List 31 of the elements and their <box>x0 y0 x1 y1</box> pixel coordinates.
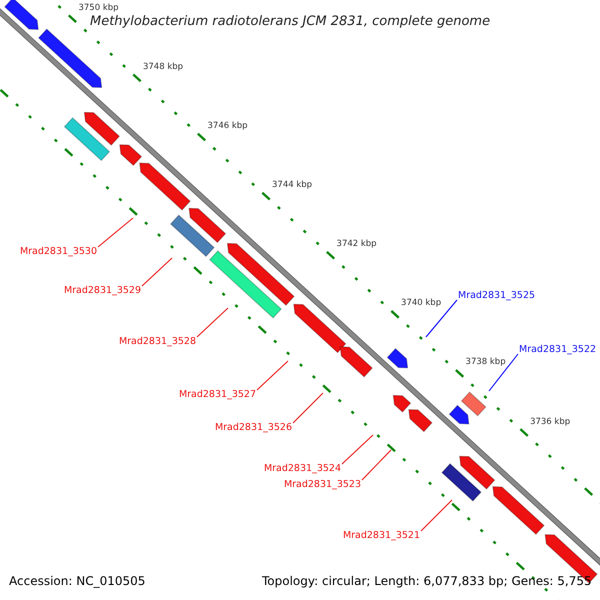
scale-label: 3746 kbp <box>208 120 248 131</box>
leader-line <box>488 354 518 392</box>
leader-line <box>426 300 458 338</box>
leader-line <box>256 360 288 390</box>
genome-info-text: Topology: circular; Length: 6,077,833 bp; Genes: 5,755 <box>262 574 592 588</box>
scale-label: 3736 kbp <box>530 416 570 427</box>
scale-label: 3738 kbp <box>466 357 506 368</box>
leader-line <box>342 434 374 464</box>
gene-label: Mrad2831_3529 <box>64 285 141 296</box>
gene-label: Mrad2831_3527 <box>178 389 256 400</box>
gene-label: Mrad2831_3524 <box>264 463 341 474</box>
leader-line <box>196 308 228 338</box>
scale-label: 3742 kbp <box>336 239 377 250</box>
gene-label: Mrad2831_3523 <box>284 479 361 490</box>
scale-label: 3740 kbp <box>401 298 442 308</box>
gene-label: Mrad2831_3528 <box>118 336 196 347</box>
scale-label: 3748 kbp <box>142 62 184 72</box>
scale-label: 3744 kbp <box>272 180 312 190</box>
gene-label: Mrad2831_3530 <box>20 246 97 257</box>
genome-title: Methylobacterium radiotolerans JCM 2831, complete genome <box>90 14 490 29</box>
leader-line <box>420 500 452 532</box>
leader-line <box>362 450 392 480</box>
leader-line <box>142 258 172 286</box>
leader-line <box>292 392 324 424</box>
gene-label: Mrad2831_3525 <box>458 290 536 301</box>
gene-label: Mrad2831_3526 <box>214 422 292 433</box>
gene-label: Mrad2831_3521 <box>342 530 420 541</box>
scale-label: 3750 kbp <box>78 2 119 13</box>
accession-text: Accession: NC_010505 <box>9 574 146 588</box>
leader-line <box>98 218 134 248</box>
gene-label: Mrad2831_3522 <box>519 344 596 355</box>
